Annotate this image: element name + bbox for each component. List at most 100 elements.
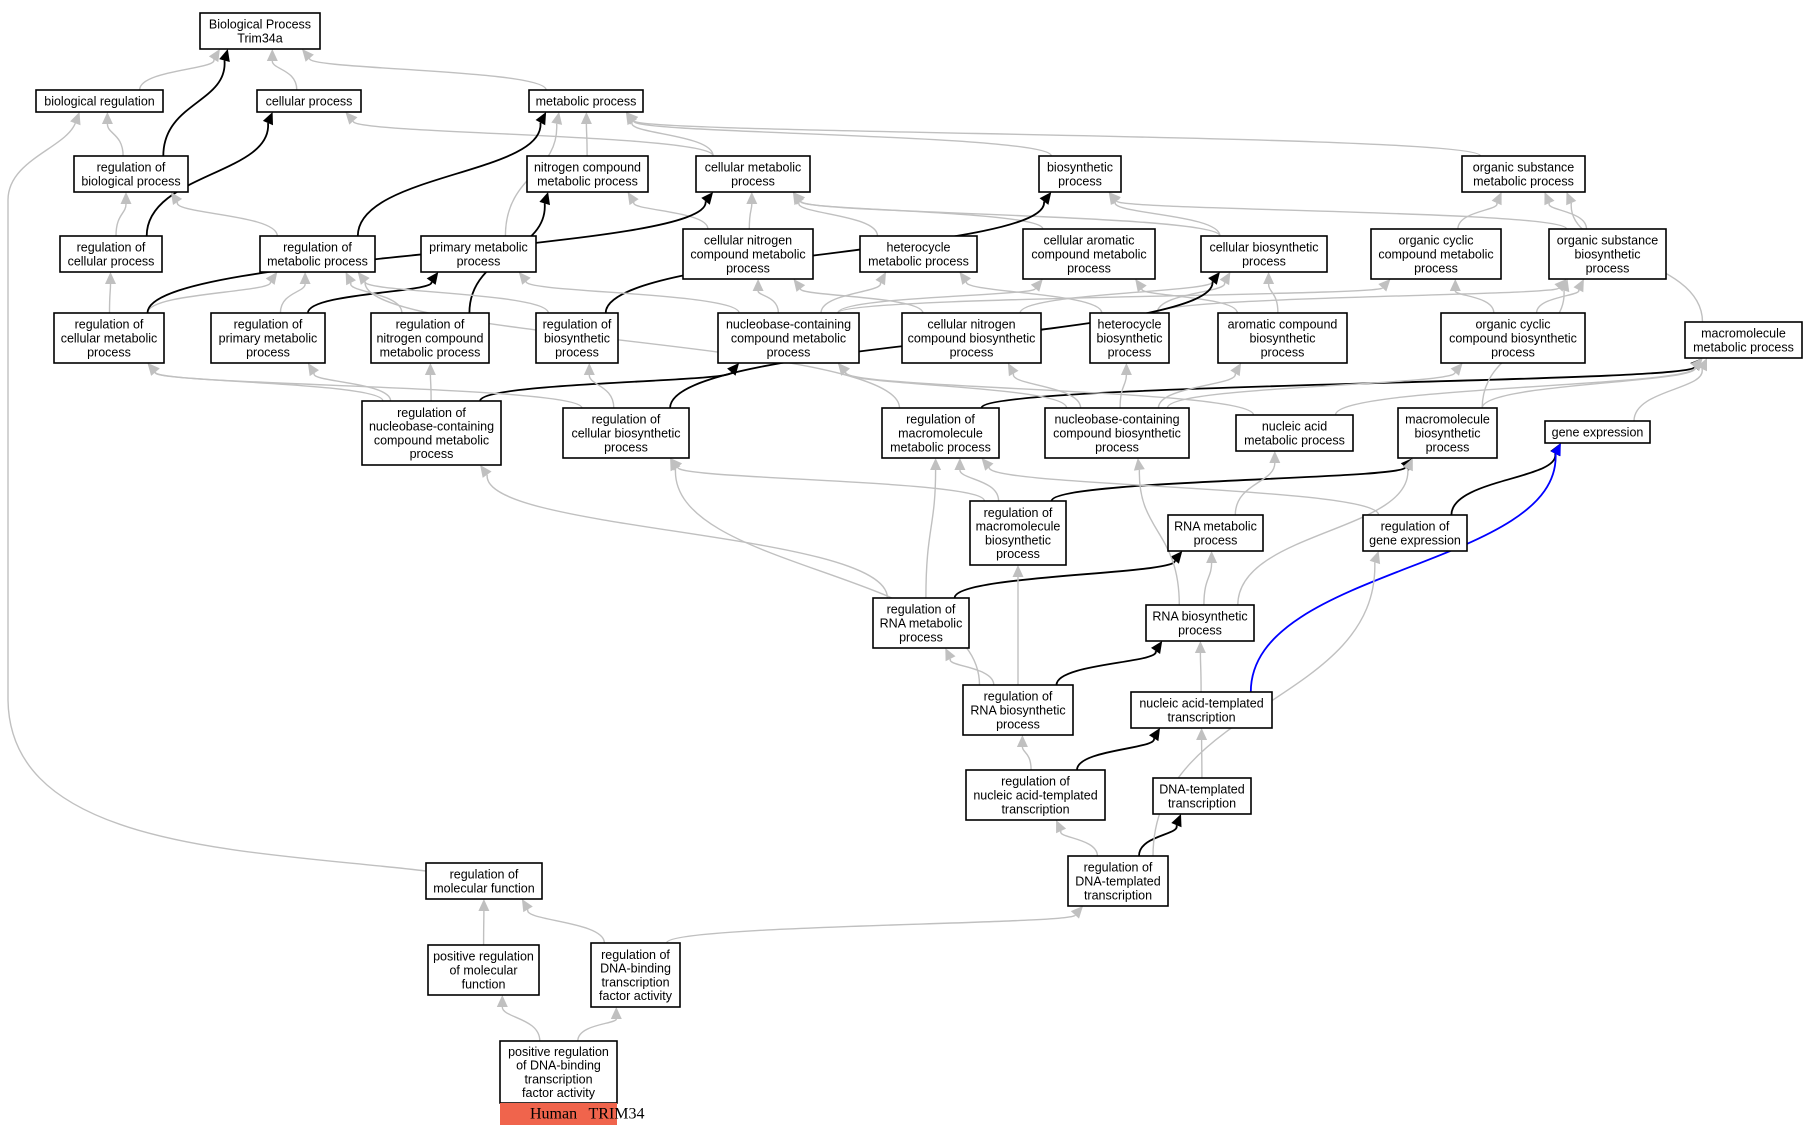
node-box: [1684, 321, 1803, 359]
node-box: [562, 407, 690, 459]
go-term-node[interactable]: regulation ofnucleobase-containingcompou…: [361, 400, 502, 466]
node-label-line: primary metabolic: [219, 332, 318, 346]
node-box: [256, 89, 362, 113]
arrowhead: [1170, 551, 1183, 564]
node-label-line: metabolic process: [267, 254, 368, 268]
arrowhead: [345, 272, 356, 286]
node-box: [210, 312, 326, 364]
node-label-line: process: [410, 447, 454, 461]
go-term-node[interactable]: regulation ofmacromoleculebiosyntheticpr…: [969, 500, 1067, 566]
relation-edge: [1116, 200, 1568, 230]
node-label-line: compound biosynthetic: [908, 332, 1036, 346]
node-label-line: process: [1194, 533, 1238, 547]
arrowhead: [959, 272, 972, 285]
node-label-line: biosynthetic: [1249, 332, 1315, 346]
relation-edge: [604, 201, 1045, 314]
arrowhead: [1450, 363, 1463, 376]
relation-edge: [965, 280, 1103, 314]
node-label-line: cellular nitrogen: [927, 318, 1015, 332]
node-label-line: transcription: [1167, 710, 1235, 724]
node-box: [370, 312, 490, 364]
go-term-node[interactable]: biological regulation: [35, 89, 164, 113]
node-label-line: RNA biosynthetic: [1152, 610, 1247, 624]
node-label-line: compound metabolic: [1378, 248, 1493, 262]
relation-edge: [313, 372, 392, 402]
node-label-line: compound metabolic: [731, 332, 846, 346]
node-label-line: process: [604, 440, 648, 454]
go-term-node[interactable]: regulation ofDNA-bindingtranscriptionfac…: [590, 942, 681, 1008]
go-term-node[interactable]: cellular process: [256, 89, 362, 113]
node-label-line: organic substance: [1557, 234, 1659, 248]
arrowhead: [1016, 735, 1028, 747]
relation-edge: [1050, 466, 1406, 502]
node-label-line: metabolic process: [380, 345, 481, 359]
node-label-line: RNA metabolic: [880, 617, 963, 631]
node-label-line: process: [1414, 261, 1458, 275]
arrowhead: [580, 112, 592, 124]
arrowhead: [307, 363, 319, 377]
node-label-line: biological process: [81, 174, 180, 188]
arrowhead: [1378, 279, 1391, 292]
arrowhead: [954, 458, 966, 470]
relation-edge: [7, 123, 427, 872]
relation-edge: [1548, 202, 1588, 230]
arrowhead: [170, 192, 183, 205]
relation-edge: [949, 658, 995, 686]
node-label-line: cellular process: [266, 95, 353, 109]
node-box: [1235, 414, 1354, 452]
arrowhead: [837, 363, 850, 376]
arrowhead: [1449, 279, 1461, 291]
relation-edge: [1450, 453, 1557, 516]
arrowhead: [1269, 451, 1281, 463]
node-label-line: biosynthetic: [985, 533, 1051, 547]
relation-edge: [577, 1018, 617, 1042]
go-term-node[interactable]: metabolic process: [528, 89, 644, 113]
relation-edge: [1237, 468, 1409, 606]
node-label-line: cellular nitrogen: [704, 234, 792, 248]
go-term-node[interactable]: gene expression: [1544, 420, 1651, 444]
arrowhead: [1070, 906, 1083, 919]
